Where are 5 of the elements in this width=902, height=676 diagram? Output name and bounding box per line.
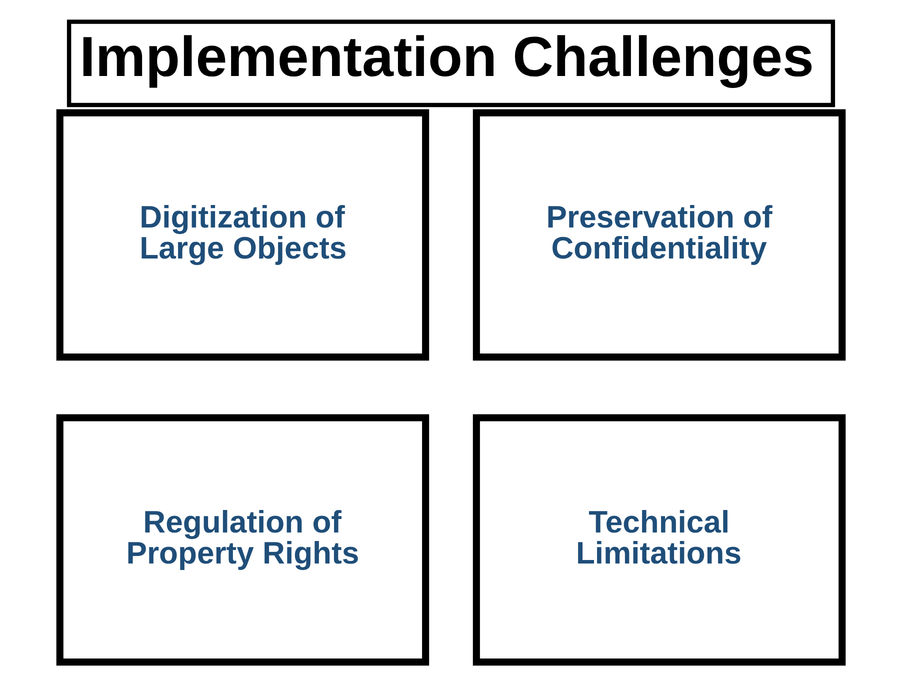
node-box: Digitization of Large Objects xyxy=(56,109,430,361)
node-box: Technical Limitations xyxy=(472,414,846,666)
diagram-title: Implementation Challenges xyxy=(80,25,814,88)
node-box: Preservation of Confidentiality xyxy=(472,109,846,361)
node-box: Regulation of Property Rights xyxy=(56,414,430,666)
